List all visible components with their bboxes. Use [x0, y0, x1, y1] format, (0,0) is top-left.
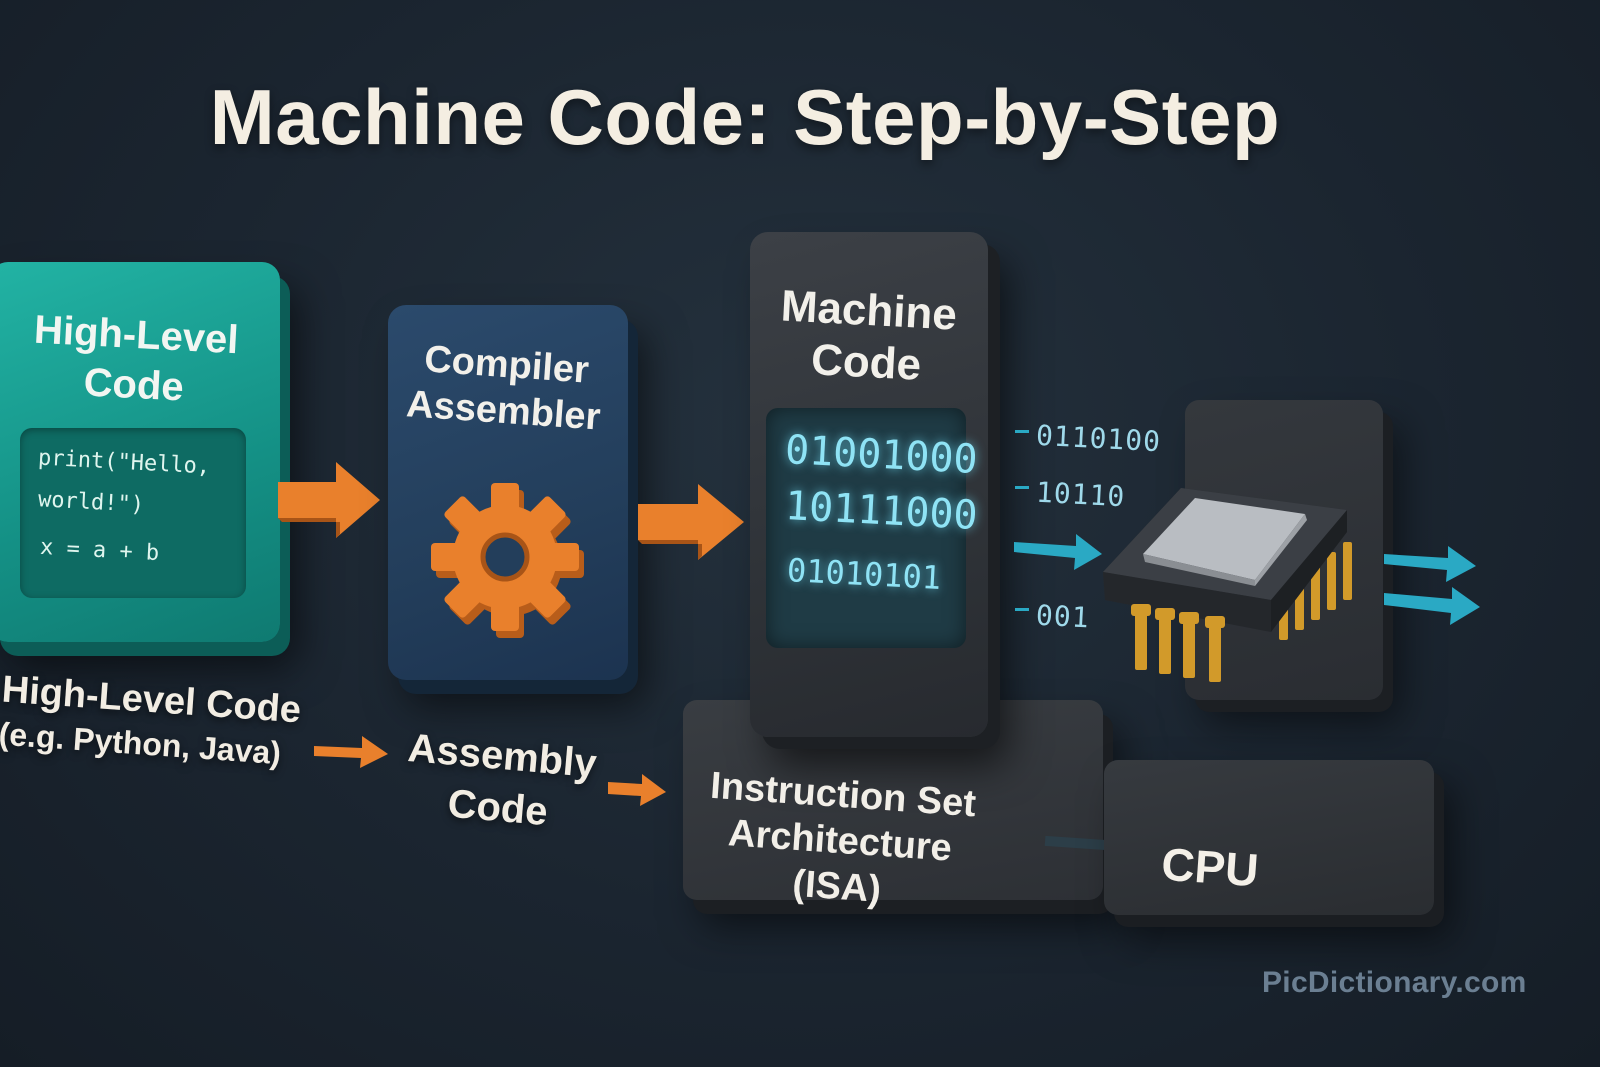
binary-panel — [766, 408, 966, 648]
isa-label: Instruction Set Architecture (ISA) — [686, 762, 995, 921]
arrow-right-icon — [314, 736, 388, 768]
stream-dash — [1015, 430, 1029, 433]
compiler-assembler-title: Compiler Assembler — [392, 334, 618, 441]
arrow-right-icon — [1014, 534, 1102, 570]
binary-stream-line: 0110100 — [1035, 418, 1162, 459]
high-level-caption: High-Level Code (e.g. Python, Java) — [0, 668, 303, 777]
arrow-right-icon — [1384, 587, 1480, 625]
high-level-code-title: High-Level Code — [8, 304, 263, 417]
stream-dash — [1015, 608, 1029, 611]
watermark: PicDictionary.com — [1262, 966, 1527, 999]
stream-dash — [1015, 486, 1029, 489]
cpu-chip-icon — [1103, 488, 1352, 682]
assembly-code-caption: Assembly Code — [401, 722, 599, 842]
arrow-right-icon — [1384, 546, 1476, 582]
machine-code-title: Machine Code — [757, 279, 977, 394]
binary-line: 01010101 — [786, 550, 943, 598]
code-snippet-panel — [20, 428, 246, 598]
arrow-right-icon — [638, 484, 744, 560]
arrow-right-icon — [608, 774, 666, 806]
gear-icon — [431, 483, 584, 638]
cpu-base-block — [1104, 760, 1434, 915]
binary-stream-line: 001 — [1035, 598, 1091, 635]
arrow-right-icon — [278, 462, 380, 538]
isa-label-line2: Architecture (ISA) — [726, 812, 954, 911]
page-title: Machine Code: Step-by-Step — [209, 73, 1281, 161]
cpu-label: CPU — [1159, 837, 1261, 897]
